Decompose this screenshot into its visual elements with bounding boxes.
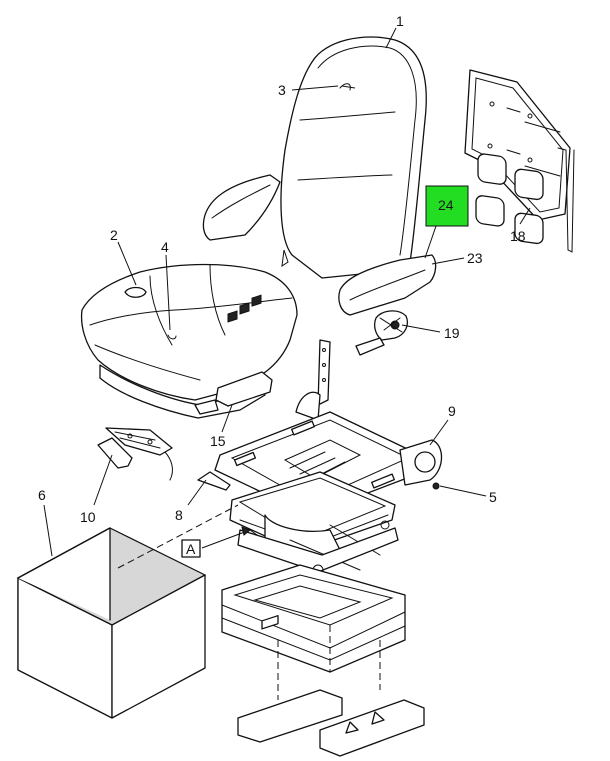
highlight-box [425, 185, 469, 227]
seat-back-part-1 [202, 36, 437, 316]
callout-24-highlight[interactable]: 24 [425, 185, 469, 227]
callout-3: 3 [278, 82, 286, 98]
callout-2: 2 [110, 227, 118, 243]
heater-pad-part-18 [464, 69, 575, 253]
callout-15: 15 [210, 433, 226, 449]
callout-5: 5 [489, 489, 497, 505]
callout-6: 6 [38, 487, 46, 503]
leader-lines [43, 27, 487, 557]
callout-8: 8 [175, 507, 183, 523]
callout-24: 24 [438, 197, 454, 213]
callout-19: 19 [444, 325, 460, 341]
suspension-mechanism [229, 471, 399, 576]
riser-base [221, 564, 425, 757]
box-part-6 [16, 527, 207, 719]
seat-cushion-part-2 [80, 263, 298, 419]
callout-23: 23 [467, 250, 483, 266]
callout-9: 9 [448, 403, 456, 419]
recline-knob-part-19 [355, 310, 409, 356]
lumbar-handle-part-10 [97, 427, 173, 481]
view-marker-label: A [186, 541, 196, 557]
callout-4: 4 [161, 239, 169, 255]
view-marker-a: A [181, 539, 201, 558]
reference-line [117, 504, 239, 569]
callout-18: 18 [510, 228, 526, 244]
callout-1: 1 [396, 13, 404, 29]
switch-panel-part-15 [194, 294, 273, 415]
callout-10: 10 [80, 509, 96, 525]
